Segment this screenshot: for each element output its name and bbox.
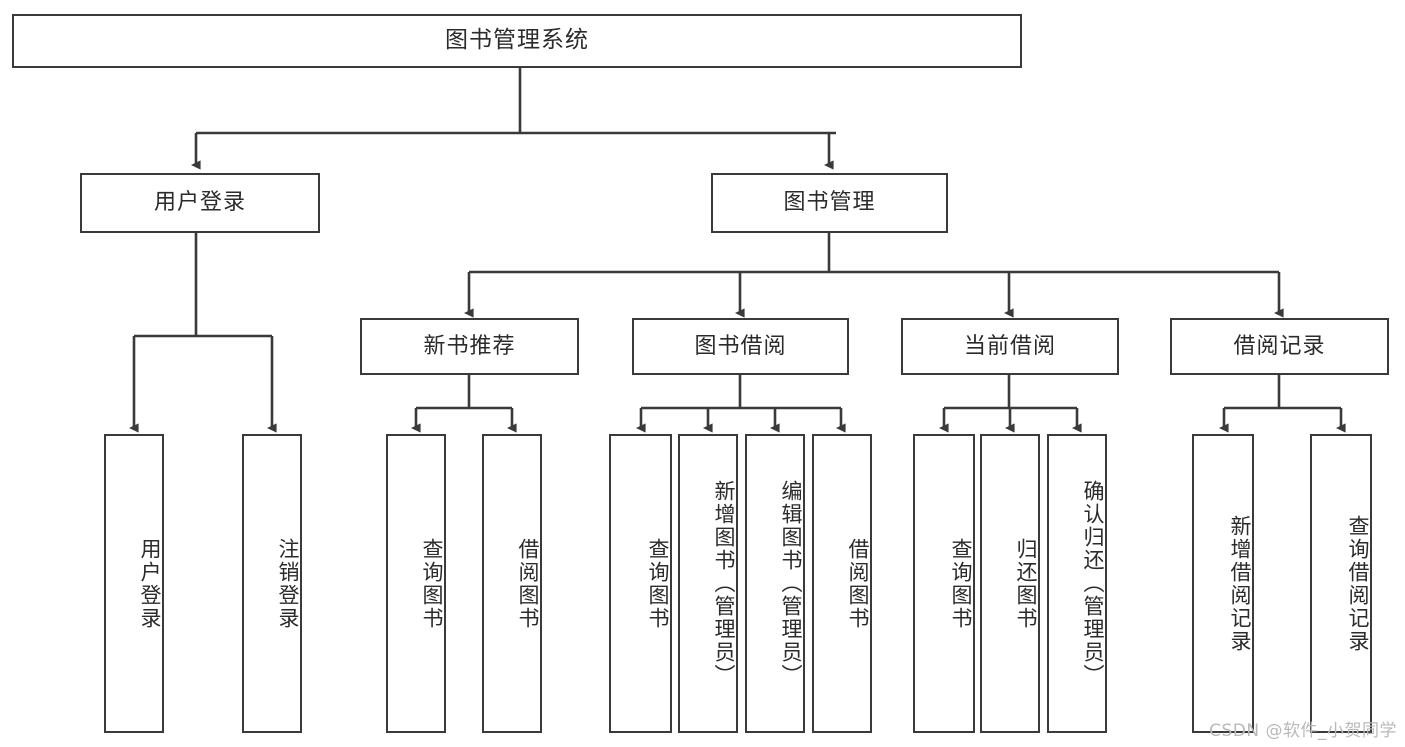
node-label: 图书管理系统 — [445, 27, 589, 54]
node-label: 查询图书 — [949, 537, 973, 630]
node-leaf-query-book-current[interactable]: 查询图书 — [913, 434, 975, 733]
node-root-system[interactable]: 图书管理系统 — [12, 14, 1022, 68]
node-label: 新书推荐 — [423, 333, 516, 359]
node-leaf-query-borrow-record[interactable]: 查询借阅记录 — [1310, 434, 1372, 733]
node-label: 借阅图书 — [516, 537, 540, 630]
node-book-borrow[interactable]: 图书借阅 — [632, 318, 849, 375]
node-leaf-edit-book-admin[interactable]: 编辑图书（管理员） — [745, 434, 805, 733]
node-user-login[interactable]: 用户登录 — [80, 173, 320, 233]
node-borrow-record[interactable]: 借阅记录 — [1170, 318, 1389, 375]
node-label: 查询图书 — [646, 537, 670, 630]
node-label: 用户登录 — [138, 537, 162, 630]
node-new-book-recommend[interactable]: 新书推荐 — [360, 318, 579, 375]
node-label: 图书借阅 — [694, 333, 787, 359]
node-label: 查询借阅记录 — [1346, 514, 1370, 653]
node-leaf-logout[interactable]: 注销登录 — [242, 434, 302, 733]
node-leaf-query-book-new[interactable]: 查询图书 — [386, 434, 446, 733]
node-label: 图书管理 — [783, 190, 876, 216]
node-leaf-user-login[interactable]: 用户登录 — [104, 434, 164, 733]
node-label: 编辑图书（管理员） — [779, 480, 803, 687]
node-leaf-query-book[interactable]: 查询图书 — [609, 434, 672, 733]
node-leaf-add-borrow-record[interactable]: 新增借阅记录 — [1192, 434, 1254, 733]
node-label: 当前借阅 — [963, 333, 1056, 359]
node-label: 借阅记录 — [1233, 333, 1326, 359]
node-leaf-return-book[interactable]: 归还图书 — [980, 434, 1040, 733]
node-book-management[interactable]: 图书管理 — [711, 173, 948, 233]
node-leaf-borrow-book[interactable]: 借阅图书 — [812, 434, 872, 733]
node-label: 注销登录 — [276, 537, 300, 630]
node-current-borrow[interactable]: 当前借阅 — [901, 318, 1119, 375]
node-leaf-confirm-return-admin[interactable]: 确认归还（管理员） — [1047, 434, 1107, 733]
node-label: 用户登录 — [153, 190, 246, 216]
node-leaf-borrow-book-new[interactable]: 借阅图书 — [482, 434, 542, 733]
node-label: 确认归还（管理员） — [1081, 480, 1105, 687]
node-label: 归还图书 — [1014, 537, 1038, 630]
node-leaf-add-book-admin[interactable]: 新增图书（管理员） — [678, 434, 738, 733]
node-label: 查询图书 — [420, 537, 444, 630]
node-label: 借阅图书 — [846, 537, 870, 630]
node-label: 新增图书（管理员） — [712, 480, 736, 687]
node-label: 新增借阅记录 — [1228, 514, 1252, 653]
